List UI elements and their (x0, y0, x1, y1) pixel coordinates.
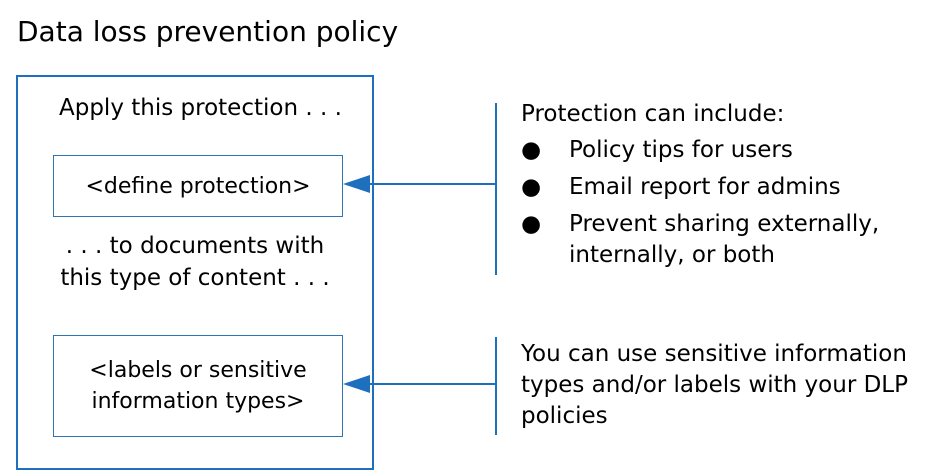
diagram-title: Data loss prevention policy (17, 15, 399, 48)
protection-bracket-line (495, 103, 497, 275)
labels-note-line3: policies (521, 403, 608, 429)
labels-note-line2: types and/or labels with your DLP (521, 372, 908, 398)
define-protection-box: <define protection> (53, 155, 343, 217)
labels-arrow-head (343, 375, 370, 393)
protection-list-item: ● Prevent sharing externally, internally… (521, 209, 879, 271)
labels-note-line1: You can use sensitive information (521, 341, 907, 367)
protection-item-label: Email report for admins (569, 174, 841, 200)
apply-protection-text: Apply this protection . . . (59, 95, 342, 121)
labels-box-line2: information types> (91, 389, 305, 414)
protection-item-label: Policy tips for users (569, 137, 793, 163)
protection-arrow-head (343, 175, 370, 193)
labels-box-line1: <labels or sensitive (89, 358, 307, 383)
protection-item-label-continued: internally, or both (569, 242, 775, 268)
protection-list: ● Policy tips for users ● Email report f… (521, 135, 879, 277)
protection-heading: Protection can include: (521, 101, 785, 127)
policy-box: Apply this protection . . . <define prot… (16, 75, 374, 470)
bullet-icon: ● (521, 211, 542, 237)
protection-list-item: ● Email report for admins (521, 172, 879, 203)
documents-text-line2: this type of content . . . (60, 265, 330, 291)
labels-box: <labels or sensitive information types> (53, 335, 343, 437)
protection-list-item: ● Policy tips for users (521, 135, 879, 166)
labels-bracket-line (495, 337, 497, 435)
protection-item-label: Prevent sharing externally, (569, 211, 880, 237)
define-protection-label: <define protection> (85, 173, 311, 199)
bullet-icon: ● (521, 137, 542, 163)
bullet-icon: ● (521, 174, 542, 200)
documents-text-line1: . . . to documents with (65, 233, 325, 259)
